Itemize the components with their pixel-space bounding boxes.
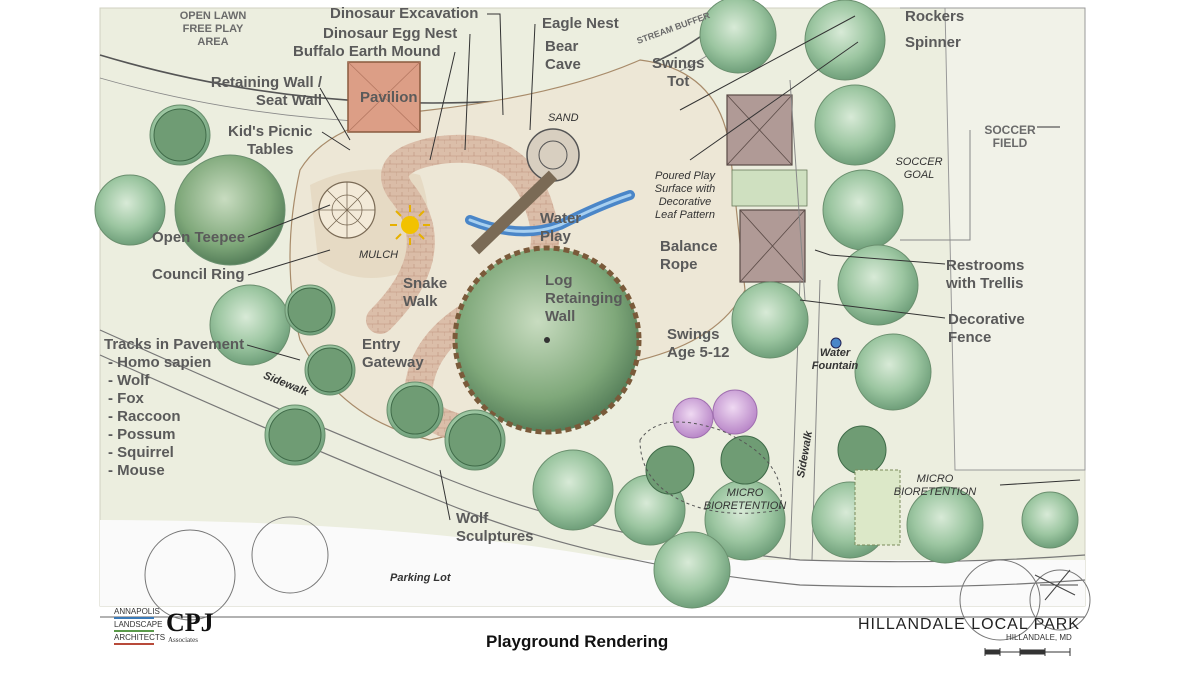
wolf-sculptures-label: Wolf Sculptures	[456, 510, 534, 545]
annapolis-logo: ANNAPOLIS LANDSCAPE ARCHITECTS	[114, 606, 165, 645]
dinosaur-excavation-label: Dinosaur Excavation	[330, 5, 479, 22]
parking-lot-label: Parking Lot	[390, 572, 451, 584]
open-teepee-label: Open Teepee	[152, 229, 246, 246]
open-lawn-label: OPEN LAWN FREE PLAY AREA	[179, 10, 247, 48]
dinosaur-egg-nest-label: Dinosaur Egg Nest	[323, 25, 458, 42]
snake-walk-path	[366, 134, 559, 444]
mulch-label: MULCH	[359, 249, 399, 261]
water-fountain-marker	[830, 337, 842, 349]
purple-shrubs	[672, 389, 758, 439]
swings-tot-label: Swings Tot	[652, 55, 705, 90]
sun-pavement-icon	[390, 205, 430, 245]
tracks-in-pavement-list: Tracks in Pavement - Homo sapien - Wolf …	[104, 336, 245, 479]
snake-walk-label: Snake Walk	[403, 275, 448, 310]
spinner-label: Spinner	[905, 34, 961, 51]
restrooms-label: Restrooms with Trellis	[946, 257, 1025, 292]
cpj-logo: CPJ	[166, 608, 214, 637]
spiky-tree-group	[153, 108, 887, 495]
restroom-roof-1	[726, 94, 793, 166]
buffalo-earth-mound-label: Buffalo Earth Mound	[293, 43, 441, 60]
leader-lines	[246, 13, 1081, 521]
eagle-nest-label: Eagle Nest	[542, 15, 619, 32]
title-block: ANNAPOLIS LANDSCAPE ARCHITECTS CPJ Assoc…	[100, 606, 1085, 670]
drawing-title: Playground Rendering	[486, 632, 669, 651]
rockers-label: Rockers	[905, 8, 965, 25]
soccer-field-label: SOCCER FIELD	[984, 123, 1036, 150]
soccer-goal-label: SOCCER GOAL	[895, 156, 943, 181]
soccer-field	[900, 7, 1086, 471]
poured-play-label: Poured Play Surface with Decorative Leaf…	[654, 170, 716, 221]
council-ring-label: Council Ring	[152, 266, 245, 283]
eagle-nest-platform	[526, 128, 580, 182]
project-name: HILLANDALE LOCAL PARK	[858, 616, 1080, 633]
north-arrow-icon	[1034, 569, 1078, 601]
tree-group	[94, 0, 1091, 641]
cpj-associates: Associates	[168, 636, 198, 644]
micro-bioretention-label-2: MICRO BIORETENTION	[893, 473, 977, 498]
decorative-fence-label: Decorative Fence	[948, 311, 1025, 346]
bear-cave-label: Bear Cave	[545, 38, 581, 73]
stream-buffer-line	[99, 21, 721, 104]
project-location: HILLANDALE, MD	[1006, 633, 1072, 642]
trellis	[731, 169, 808, 207]
water-play-label: Water Play	[540, 210, 582, 245]
log-retaining-wall-label: Log Retainging Wall	[545, 272, 623, 325]
pavilion-label: Pavilion	[360, 89, 418, 106]
balance-rope-label: Balance Rope	[660, 238, 718, 273]
swings-age-label: Swings Age 5-12	[667, 326, 730, 361]
entry-gateway-label: Entry Gateway	[362, 336, 424, 371]
retaining-wall-label: Retaining Wall / Seat Wall	[210, 74, 322, 109]
water-fountain-label: Water Fountain	[811, 347, 859, 372]
restroom-roof-2	[739, 209, 806, 283]
sand-label: SAND	[548, 112, 579, 124]
parking-lot-area	[100, 520, 1085, 606]
micro-bioretention-label-1: MICRO BIORETENTION	[703, 487, 787, 512]
kids-picnic-label: Kid's Picnic Tables	[228, 123, 313, 158]
scale-bar	[984, 648, 1071, 656]
